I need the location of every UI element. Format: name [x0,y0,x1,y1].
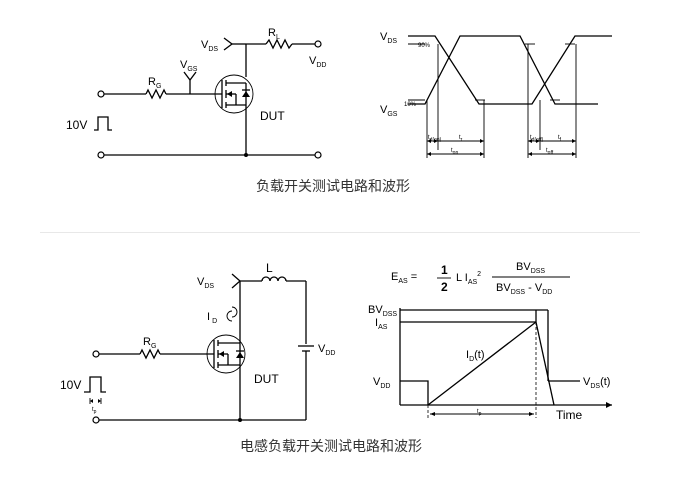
svg-text:tp: tp [92,407,97,415]
svg-text:VGS: VGS [180,59,198,73]
svg-text:L: L [266,261,273,275]
label-10pct: 10% [404,102,417,108]
svg-text:RG: RG [148,76,161,90]
c1-vds: V [201,39,209,51]
svg-text:tr: tr [459,135,463,143]
vds-probe-arrow-2 [231,273,241,289]
svg-text:VDS: VDS [197,276,214,290]
c2-pulse: 10V [60,378,81,392]
vds-probe-arrow [223,37,234,51]
svg-text:tp: tp [477,409,482,417]
vgs-waveform [408,35,598,105]
svg-text:BVDSS: BVDSS [368,304,397,318]
c2-dut: DUT [254,372,279,386]
time-axis-label: Time [556,408,583,422]
vgs-probe-arrow [183,71,197,82]
avalanche-waveform-labels: BVDSS IAS ID(t) VDD VDS(t) tp Time [368,304,610,422]
c1-pulse: 10V [66,118,87,132]
caption-load-switch: 负载开关测试电路和波形 [256,179,410,195]
vds-waveform [408,35,612,105]
load-switch-circuit-labels: VDS RL VDD VGS RG DUT 10V [66,27,326,132]
svg-text:ton: ton [451,148,458,156]
switching-waveform [408,35,612,158]
svg-text:RG: RG [143,336,156,350]
svg-text:VDD: VDD [309,55,326,69]
svg-text:td(off): td(off) [530,135,544,143]
c1-dut: DUT [260,109,285,123]
svg-text:BVDSS: BVDSS [516,261,545,275]
gate-pulse-1 [94,116,112,131]
svg-text:VGS: VGS [380,104,398,118]
resistor-rl [265,38,293,50]
svg-text:ID(t): ID(t) [466,349,485,363]
svg-text:RL: RL [268,27,280,41]
svg-text:VDS: VDS [201,39,218,53]
gate-pulse-2 [84,376,106,393]
switching-waveform-labels: VDS VGS 90% 10% td(on) tr ton td(off) tf… [380,31,562,156]
svg-text:toff: toff [546,148,554,156]
svg-text:ID: ID [207,311,217,325]
svg-text:td(on): td(on) [428,135,442,143]
svg-text:VDD: VDD [318,343,335,357]
svg-text:L IAS2: L IAS2 [456,271,481,286]
resistor-rg-2 [139,348,161,360]
vdd-terminal-1 [314,40,322,48]
inductor-l [261,276,287,282]
svg-text:1: 1 [441,263,448,277]
inductive-load-circuit [84,273,314,424]
svg-text:VDD: VDD [373,376,390,390]
svg-text:VDS(t): VDS(t) [583,376,610,390]
avalanche-waveform [399,308,612,418]
svg-text:IAS: IAS [375,317,388,331]
id-ramp [427,321,537,406]
section-divider [40,232,640,233]
svg-text:EAS=: EAS= [391,271,417,285]
label-90pct: 90% [418,43,431,49]
load-switch-circuit [94,37,322,159]
svg-text:VDS: VDS [380,31,397,45]
svg-text:tf: tf [558,135,562,143]
svg-text:2: 2 [441,280,448,294]
eas-formula: EAS= 1 2 L IAS2 BVDSS BVDSS - VDD [391,261,570,296]
svg-text:BVDSS - VDD: BVDSS - VDD [496,282,552,296]
resistor-rg-1 [145,88,167,100]
caption-inductive-load: 电感负载开关测试电路和波形 [240,439,422,455]
